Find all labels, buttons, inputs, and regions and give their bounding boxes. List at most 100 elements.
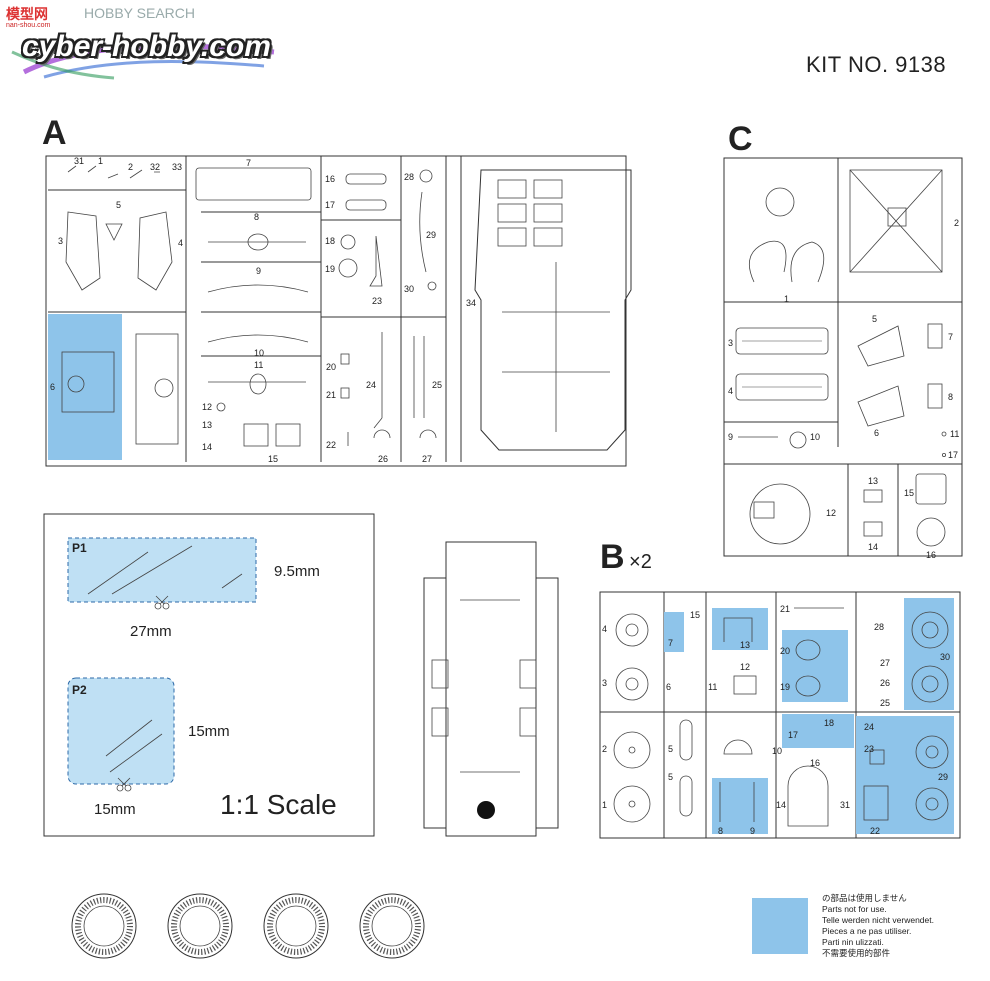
part-number-label: 18 bbox=[325, 236, 335, 246]
part-number-label: 13 bbox=[740, 640, 750, 650]
tires-row bbox=[71, 893, 425, 959]
part-number-label: 7 bbox=[246, 158, 251, 168]
sprue-a-letter: A bbox=[42, 114, 67, 152]
part-number-label: 1 bbox=[784, 294, 789, 304]
part-number-label: 26 bbox=[378, 454, 388, 464]
part-number-label: 8 bbox=[254, 212, 259, 222]
part-number-label: 15 bbox=[904, 488, 914, 498]
p2-width: 15mm bbox=[94, 801, 136, 818]
chassis-top-view bbox=[423, 541, 559, 837]
p1-height: 9.5mm bbox=[274, 563, 320, 580]
part-number-label: 5 bbox=[116, 200, 121, 210]
part-number-label: 9 bbox=[728, 432, 733, 442]
part-number-label: 3 bbox=[58, 236, 63, 246]
scissors-icon bbox=[116, 777, 132, 792]
part-number-label: 27 bbox=[422, 454, 432, 464]
part-number-label: 15 bbox=[690, 610, 700, 620]
brand-name: cyber-hobby.com bbox=[22, 30, 271, 63]
part-number-label: 12 bbox=[826, 508, 836, 518]
part-number-label: 16 bbox=[810, 758, 820, 768]
part-number-label: 4 bbox=[602, 624, 607, 634]
part-number-label: 31 bbox=[840, 800, 850, 810]
part-number-label: 23 bbox=[372, 296, 382, 306]
watermark-logo: 模型网 HOBBY SEARCH nan-shou.com cyber-hobb… bbox=[4, 2, 294, 80]
legend-line-en: Parts not for use. bbox=[822, 904, 887, 914]
part-number-label: 22 bbox=[326, 440, 336, 450]
part-number-label: 30 bbox=[940, 652, 950, 662]
legend-swatch bbox=[752, 898, 808, 954]
part-number-label: 7 bbox=[668, 638, 673, 648]
part-number-label: 12 bbox=[740, 662, 750, 672]
tire-icon bbox=[359, 893, 425, 959]
part-number-label: 10 bbox=[810, 432, 820, 442]
p1-label: P1 bbox=[72, 541, 87, 555]
clear-parts-frame bbox=[43, 513, 375, 837]
part-number-label: 15 bbox=[268, 454, 278, 464]
scale-label: 1:1 Scale bbox=[220, 789, 337, 820]
legend-text: の部品は使用しません Parts not for use. Telle werd… bbox=[822, 893, 988, 959]
part-number-label: 1 bbox=[98, 156, 103, 166]
part-number-label: 2 bbox=[602, 744, 607, 754]
part-number-label: 4 bbox=[178, 238, 183, 248]
p2-label: P2 bbox=[72, 683, 87, 697]
part-number-label: 10 bbox=[772, 746, 782, 756]
part-number-label: 5 bbox=[668, 744, 673, 754]
part-number-label: 6 bbox=[666, 682, 671, 692]
part-number-label: 5 bbox=[872, 314, 877, 324]
part-number-label: 8 bbox=[718, 826, 723, 836]
scissors-icon bbox=[154, 595, 170, 610]
part-number-label: 27 bbox=[880, 658, 890, 668]
part-number-label: 19 bbox=[780, 682, 790, 692]
part-number-label: 24 bbox=[864, 722, 874, 732]
part-number-label: 24 bbox=[366, 380, 376, 390]
part-number-label: 17 bbox=[948, 450, 958, 460]
part-number-label: 3 bbox=[728, 338, 733, 348]
sprue-b: 4 3 2 1 7 15 6 5 5 13 12 11 10 8 9 21 20… bbox=[599, 591, 961, 839]
legend-line-fr: Pieces a ne pas utiliser. bbox=[822, 926, 912, 936]
p1-width: 27mm bbox=[130, 623, 172, 640]
sprue-b-frame bbox=[599, 591, 961, 839]
part-number-label: 18 bbox=[824, 718, 834, 728]
part-number-label: 11 bbox=[950, 429, 959, 439]
part-number-label: 21 bbox=[326, 390, 336, 400]
part-number-label: 3 bbox=[602, 678, 607, 688]
part-number-label: 29 bbox=[426, 230, 436, 240]
sprue-b-header: B ×2 bbox=[600, 538, 652, 577]
sprue-a-frame bbox=[45, 155, 627, 467]
legend-line-de: Telle werden nicht verwendet. bbox=[822, 915, 934, 925]
legend-line-zh: 不需要使用的部件 bbox=[822, 948, 891, 958]
part-number-label: 6 bbox=[874, 428, 879, 438]
part-number-label: 10 bbox=[254, 348, 264, 358]
legend-line-it: Parti nin ulizzati. bbox=[822, 937, 884, 947]
part-number-label: 8 bbox=[948, 392, 953, 402]
part-number-label: 22 bbox=[870, 826, 880, 836]
sprue-b-multiplier: ×2 bbox=[629, 551, 652, 573]
sprue-a-unused-region bbox=[48, 314, 122, 460]
part-number-label: 33 bbox=[172, 162, 182, 172]
part-number-label: 2 bbox=[954, 218, 959, 228]
sprue-c-letter: C bbox=[728, 120, 753, 158]
clear-part-p1 bbox=[67, 537, 257, 603]
cn-brand: 模型网 bbox=[6, 6, 48, 22]
part-number-label: 13 bbox=[868, 476, 878, 486]
part-number-label: 20 bbox=[326, 362, 336, 372]
part-number-label: 1 bbox=[602, 800, 607, 810]
part-number-label: 16 bbox=[926, 550, 936, 560]
part-number-label: 7 bbox=[948, 332, 953, 342]
part-number-label: 21 bbox=[780, 604, 790, 614]
part-number-label: 14 bbox=[868, 542, 878, 552]
part-number-label: 6 bbox=[50, 382, 55, 392]
tire-icon bbox=[167, 893, 233, 959]
part-number-label: 30 bbox=[404, 284, 414, 294]
tire-icon bbox=[71, 893, 137, 959]
kit-number: KIT NO. 9138 bbox=[806, 52, 947, 77]
part-number-label: 25 bbox=[880, 698, 890, 708]
part-number-label: 19 bbox=[325, 264, 335, 274]
part-number-label: 29 bbox=[938, 772, 948, 782]
part-number-label: 28 bbox=[404, 172, 414, 182]
part-number-label: 9 bbox=[750, 826, 755, 836]
part-number-label: 11 bbox=[254, 360, 263, 370]
part-number-label: 23 bbox=[864, 744, 874, 754]
part-number-label: 4 bbox=[728, 386, 733, 396]
part-number-label: 5 bbox=[668, 772, 673, 782]
